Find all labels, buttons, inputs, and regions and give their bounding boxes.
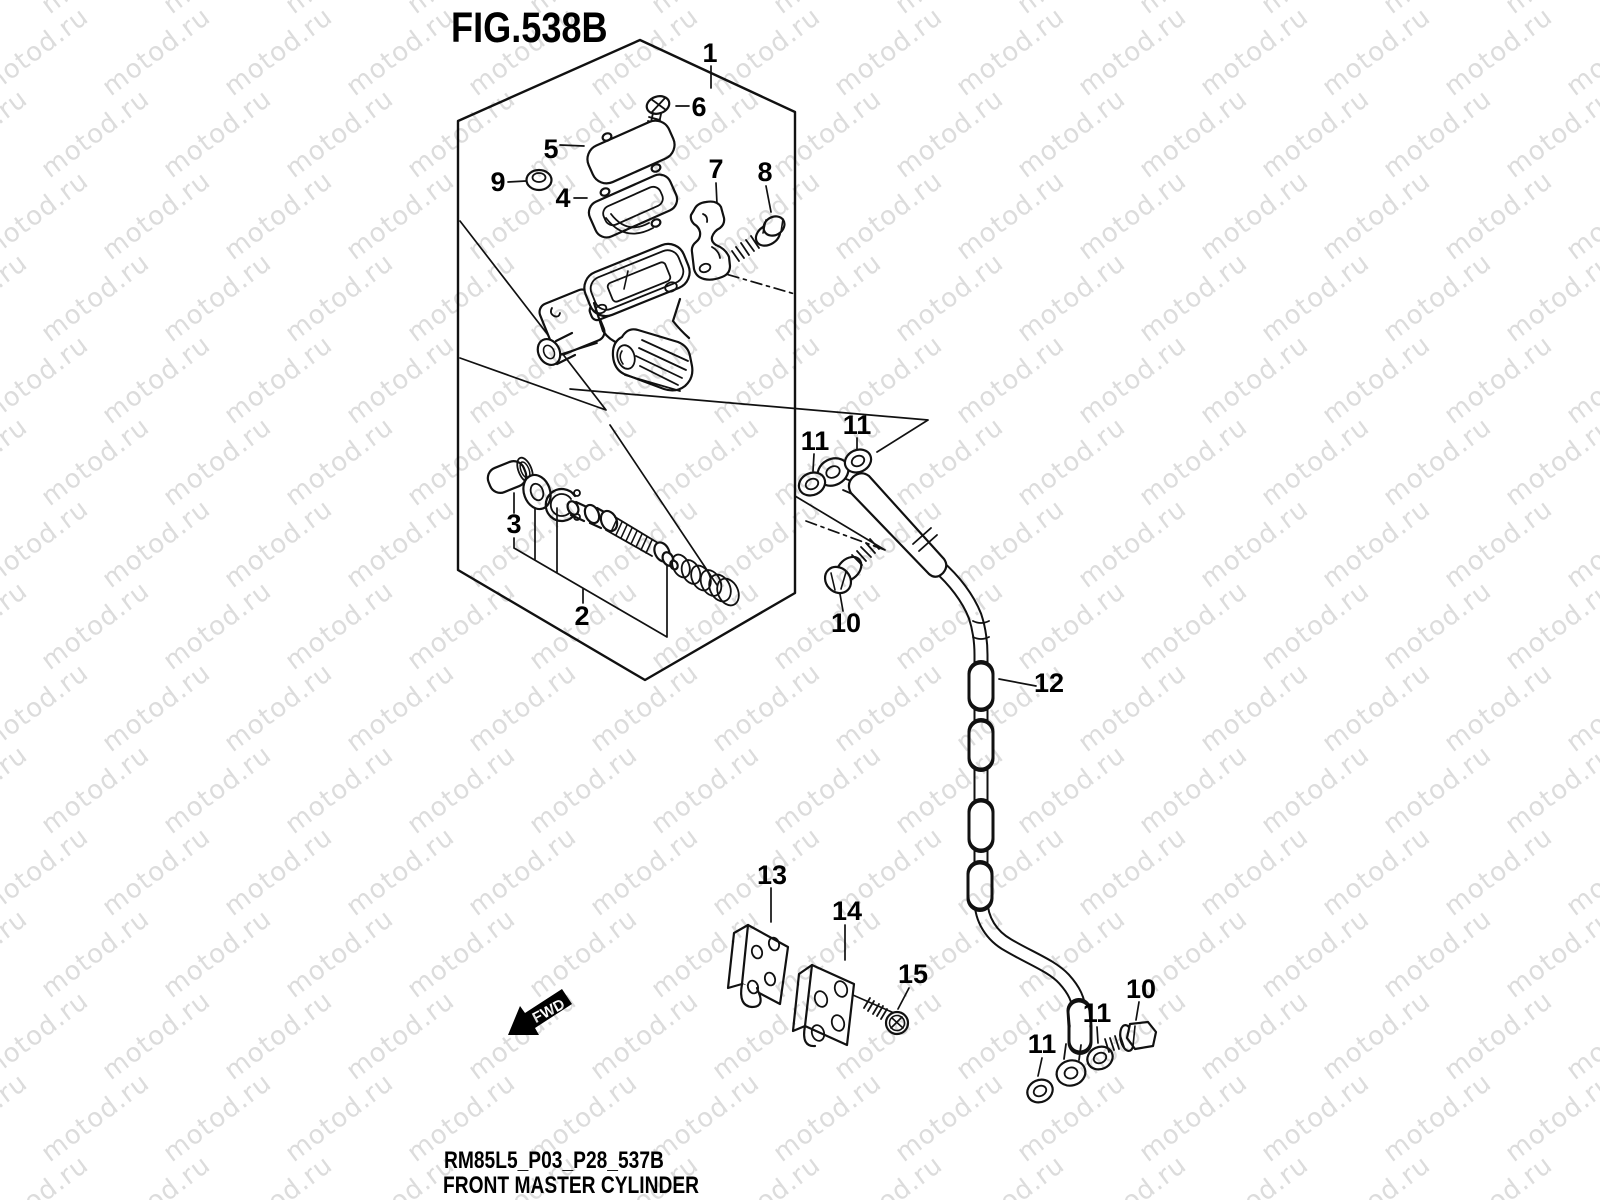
grommet (525, 168, 553, 192)
part-label-1: 1 (702, 38, 717, 68)
pointer-lines (459, 220, 929, 586)
footer-part-code: RM85L5_P03_P28_537B (444, 1147, 664, 1174)
part-label-13: 13 (757, 860, 787, 890)
part-label-10-upper: 10 (831, 608, 861, 638)
banjo-bolt-upper (823, 538, 880, 595)
part-label-11-lower-left: 11 (1028, 1029, 1057, 1059)
assembly-box (456, 38, 797, 682)
banjo-bolt-lower (1104, 1020, 1158, 1053)
part-label-4: 4 (555, 183, 570, 213)
figure-title: FIG.538B (451, 4, 608, 52)
part-label-11-upper-right: 11 (843, 410, 872, 440)
part-label-8: 8 (757, 157, 772, 187)
brake-hose (816, 457, 1093, 1087)
part-label-10-lower: 10 (1126, 974, 1156, 1004)
leader-lines (507, 65, 1140, 1077)
part-label-9: 9 (490, 167, 505, 197)
part-label-11-lower-right: 11 (1083, 998, 1112, 1028)
hose-clamp-14 (791, 963, 856, 1048)
diaphragm-plate (587, 173, 679, 239)
part-labels: 1 6 5 9 4 7 8 3 2 11 11 10 12 13 14 15 1… (490, 38, 1156, 1059)
piston-kit (486, 456, 740, 607)
part-label-15: 15 (898, 959, 928, 989)
part-label-14: 14 (832, 896, 862, 926)
clamp-bolt (731, 215, 786, 262)
clamp-screw-15 (863, 997, 910, 1036)
footer-figure-name: FRONT MASTER CYLINDER (443, 1172, 699, 1199)
part-label-11-upper-left: 11 (801, 426, 830, 456)
handlebar-clamp (689, 200, 732, 281)
part-label-2: 2 (574, 601, 589, 631)
part-label-3: 3 (506, 509, 521, 539)
part-label-12: 12 (1034, 668, 1064, 698)
part-label-7: 7 (708, 154, 723, 184)
part-label-5: 5 (543, 134, 558, 164)
sealing-washers (797, 448, 1114, 1104)
reservoir-cap (586, 119, 676, 185)
part-label-6: 6 (691, 92, 706, 122)
hose-clamp-13 (726, 923, 790, 1009)
master-cylinder-body (536, 242, 694, 392)
fwd-arrow: FWD (508, 989, 572, 1035)
